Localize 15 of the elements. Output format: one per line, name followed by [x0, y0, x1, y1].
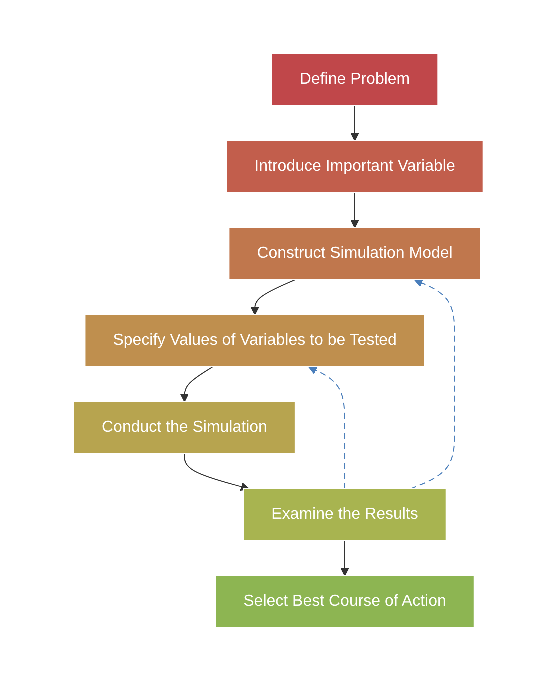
arrow	[340, 540, 350, 576]
arrow	[350, 105, 360, 141]
node-box: Introduce Important Variable	[226, 140, 484, 193]
arrow	[180, 366, 214, 402]
node-box: Construct Simulation Model	[229, 227, 482, 280]
arrow	[350, 192, 360, 228]
arrow	[308, 366, 346, 489]
arrow	[410, 278, 456, 489]
arrow	[251, 279, 296, 315]
node-box: Select Best Course of Action	[215, 574, 476, 628]
node-box: Examine the Results	[243, 488, 448, 541]
node-box: Conduct the Simulation	[74, 401, 296, 454]
node-box: Define Problem	[272, 53, 439, 106]
arrow	[184, 453, 250, 491]
node-box: Specify Values of Variables to be Tested	[85, 314, 426, 367]
